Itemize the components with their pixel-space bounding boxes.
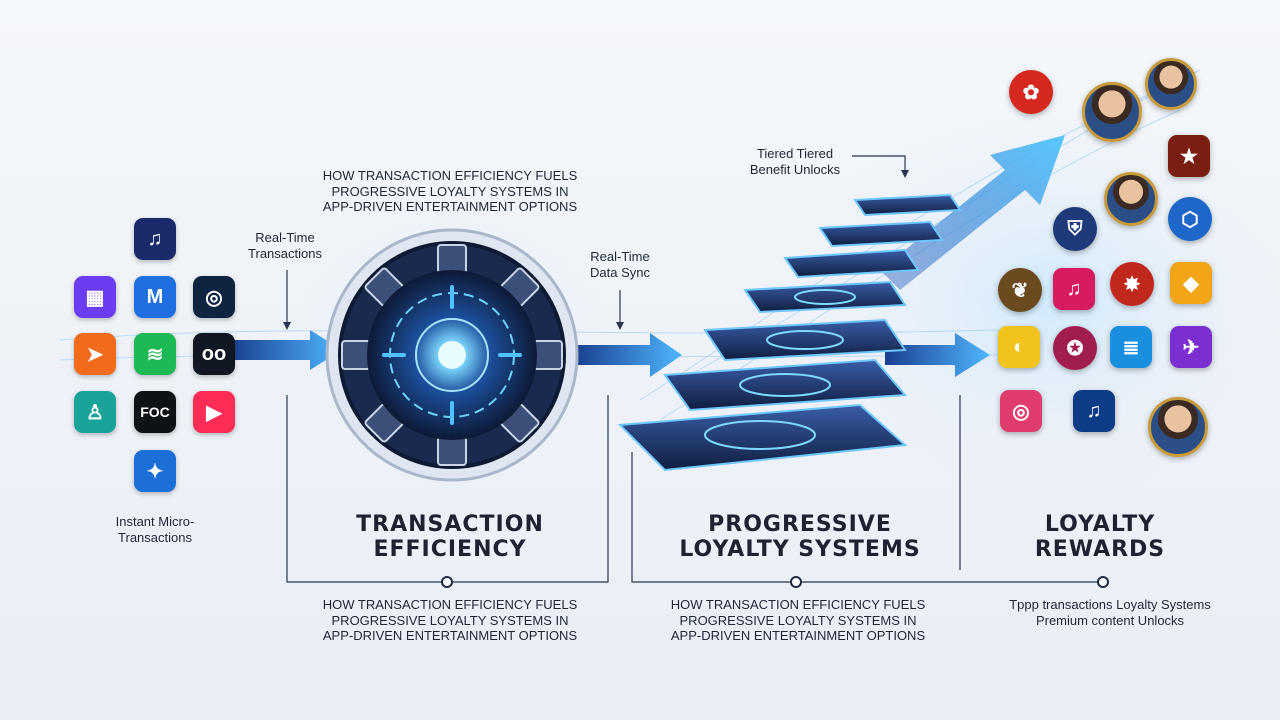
note-badge-icon: ♫ — [1053, 268, 1095, 310]
label-realtime-transactions: Real-Time Transactions — [248, 230, 322, 261]
caption-middle: HOW TRANSACTION EFFICIENCY FUELS PROGRES… — [670, 597, 926, 644]
star-badge-app-icon: ✦ — [134, 450, 176, 492]
avatar-man — [1104, 172, 1158, 226]
label-tiered-unlocks: Tiered Tiered Benefit Unlocks — [749, 146, 841, 177]
foc-app-icon: FOC — [134, 391, 176, 433]
loop-app-icon: oo — [193, 333, 235, 375]
shield-badge-icon: ⛨ — [1053, 207, 1097, 251]
hex-badge-icon: ⬡ — [1168, 197, 1212, 241]
avatar-woman-bottom — [1148, 397, 1208, 457]
label-realtime-sync: Real-Time Data Sync — [590, 249, 650, 280]
title-transaction-efficiency: TRANSACTION EFFICIENCY — [356, 512, 544, 563]
camera-app-icon: ◎ — [193, 276, 235, 318]
connector-dot-right — [1097, 576, 1109, 588]
connector-dot-middle — [790, 576, 802, 588]
red-flower-badge-icon: ✿ — [1009, 70, 1053, 114]
medal-badge-icon: ✪ — [1053, 326, 1097, 370]
bolt-badge-icon: ✸ — [1110, 262, 1154, 306]
caption-right: Tppp transactions Loyalty Systems Premiu… — [1009, 597, 1211, 628]
youtube-icon: ▶ — [193, 391, 235, 433]
connector-dot-left — [441, 576, 453, 588]
send-app-icon: ➤ — [74, 333, 116, 375]
headphone-badge-icon: ◐ — [998, 326, 1040, 368]
cube-badge-icon: ◆ — [1170, 262, 1212, 304]
leaf-badge-icon: ❦ — [998, 268, 1042, 312]
m-app-icon: M — [134, 276, 176, 318]
stack-badge-icon: ≣ — [1110, 326, 1152, 368]
lightning-badge-icon: ✈ — [1170, 326, 1212, 368]
music-app-icon: ♫ — [134, 218, 176, 260]
spotify-icon: ≋ — [134, 333, 176, 375]
avatar-woman-top — [1082, 82, 1142, 142]
title-progressive-loyalty: PROGRESSIVE LOYALTY SYSTEMS — [679, 512, 921, 563]
title-loyalty-rewards: LOYALTY REWARDS — [1034, 512, 1166, 563]
label-instant-micro: Instant Micro- Transactions — [115, 514, 195, 545]
star-note-icon: ★ — [1168, 135, 1210, 177]
music-note-badge-icon: ♫ — [1073, 390, 1115, 432]
meditation-app-icon: ♙ — [74, 391, 116, 433]
instagram-icon: ◎ — [1000, 390, 1042, 432]
top-heading: HOW TRANSACTION EFFICIENCY FUELS PROGRES… — [322, 168, 578, 215]
avatar-woman-top-right — [1145, 58, 1197, 110]
grid-app-icon: ▦ — [74, 276, 116, 318]
caption-left: HOW TRANSACTION EFFICIENCY FUELS PROGRES… — [322, 597, 578, 644]
